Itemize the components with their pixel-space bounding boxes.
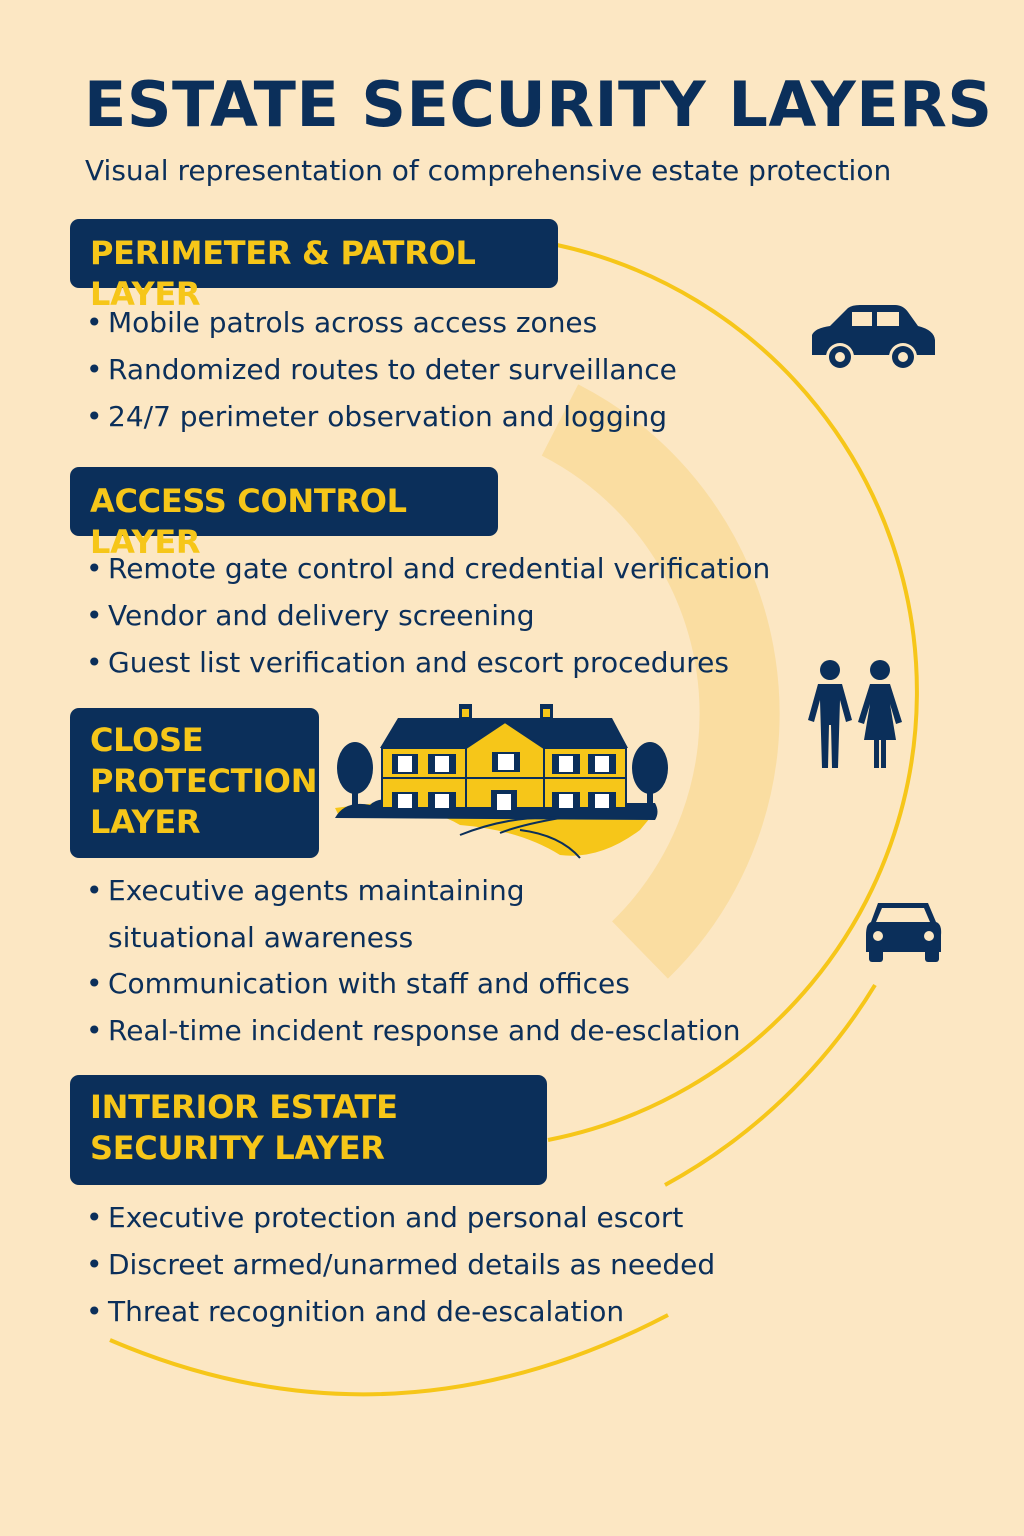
interior-bullets: Executive protection and personal escort… (86, 1194, 715, 1335)
list-item: Communication with staff and offices (86, 961, 630, 1008)
layer-header-perimeter: PERIMETER & PATROL LAYER (70, 219, 558, 313)
layer-header-access-control: ACCESS CONTROL LAYER (70, 467, 498, 561)
list-item: Executive agents maintaining situational… (86, 868, 546, 961)
car-side-icon (812, 305, 935, 371)
list-item: Real-time incident response and de-escla… (86, 1008, 741, 1055)
list-item: Vendor and delivery screening (86, 592, 770, 639)
list-item: Executive protection and personal escort (86, 1194, 715, 1241)
layer-header-interior: INTERIOR ESTATE SECURITY LAYER (70, 1075, 547, 1185)
estate-house-illustration (335, 704, 668, 859)
page-title: ESTATE SECURITY LAYERS (84, 68, 993, 141)
layer-header-close-protection: CLOSE PROTECTION LAYER (70, 708, 319, 858)
bottom-ring (109, 1313, 669, 1397)
close-protection-bullets: Executive agents maintaining situational… (86, 868, 741, 1055)
list-item: 24/7 perimeter observation and logging (86, 393, 677, 440)
people-icon (808, 660, 902, 768)
page-subtitle: Visual representation of comprehensive e… (85, 154, 892, 187)
list-item: Threat recognition and de-escalation (86, 1288, 715, 1335)
outer-ring (547, 243, 919, 1142)
list-item: Remote gate control and credential verif… (86, 545, 770, 592)
list-item: Mobile patrols across access zones (86, 299, 677, 346)
car-front-icon (866, 903, 942, 962)
access-control-bullets: Remote gate control and credential verif… (86, 545, 770, 686)
list-item: Discreet armed/unarmed details as needed (86, 1241, 715, 1288)
list-item: Randomized routes to deter surveillance (86, 346, 677, 393)
perimeter-bullets: Mobile patrols across access zones Rando… (86, 299, 677, 440)
second-ring (664, 983, 877, 1187)
list-item: Guest list verification and escort proce… (86, 639, 770, 686)
